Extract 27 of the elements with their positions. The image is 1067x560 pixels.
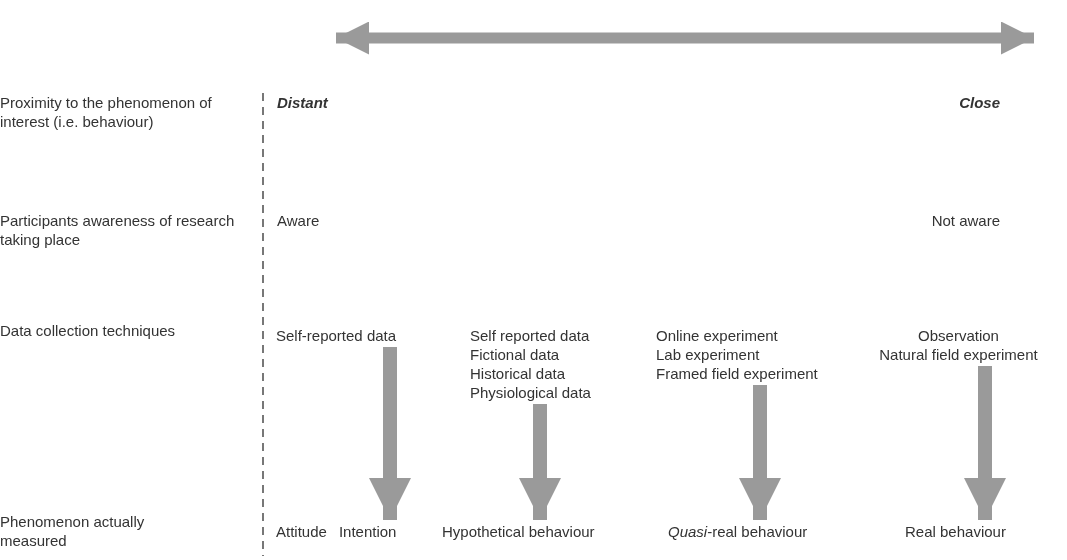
scale-end-label: Distant	[277, 93, 330, 112]
technique-text: Self reported data	[470, 326, 591, 345]
arrow	[519, 404, 561, 520]
arrow	[369, 347, 411, 520]
measured-phenomenon: Hypothetical behaviour	[442, 522, 596, 541]
technique-text: Observation	[917, 326, 1000, 345]
measured-phenomenon: Intention	[338, 522, 397, 541]
row-header: Data collection techniques	[0, 321, 177, 340]
technique-text: Fictional data	[470, 345, 561, 364]
technique-text: Physiological data	[470, 383, 592, 402]
technique-text: Lab experiment	[656, 345, 761, 364]
measured-phenomenon: Real behaviour	[905, 522, 1007, 541]
arrow	[739, 385, 781, 520]
row-header: Proximity to the phenomenon of interest (i.e. behaviour)	[0, 93, 213, 131]
scale-end-label: Not aware	[930, 211, 1000, 230]
technique-text: Framed field experiment	[656, 364, 819, 383]
technique-text: Self-reported data	[276, 326, 398, 345]
scale-end-label: Aware	[277, 211, 321, 230]
scale-end-label: Close	[958, 93, 1000, 112]
arrow	[964, 366, 1006, 520]
measured-phenomenon: Quasi-real behaviour	[668, 522, 809, 541]
measured-phenomenon: Attitude	[276, 522, 327, 541]
row-header: Phenomenon actually measured	[0, 512, 146, 550]
technique-text: Natural field experiment	[878, 345, 1039, 364]
row-header: Participants awareness of research taking place	[0, 211, 236, 249]
technique-text: Historical data	[470, 364, 567, 383]
technique-text: Online experiment	[656, 326, 779, 345]
